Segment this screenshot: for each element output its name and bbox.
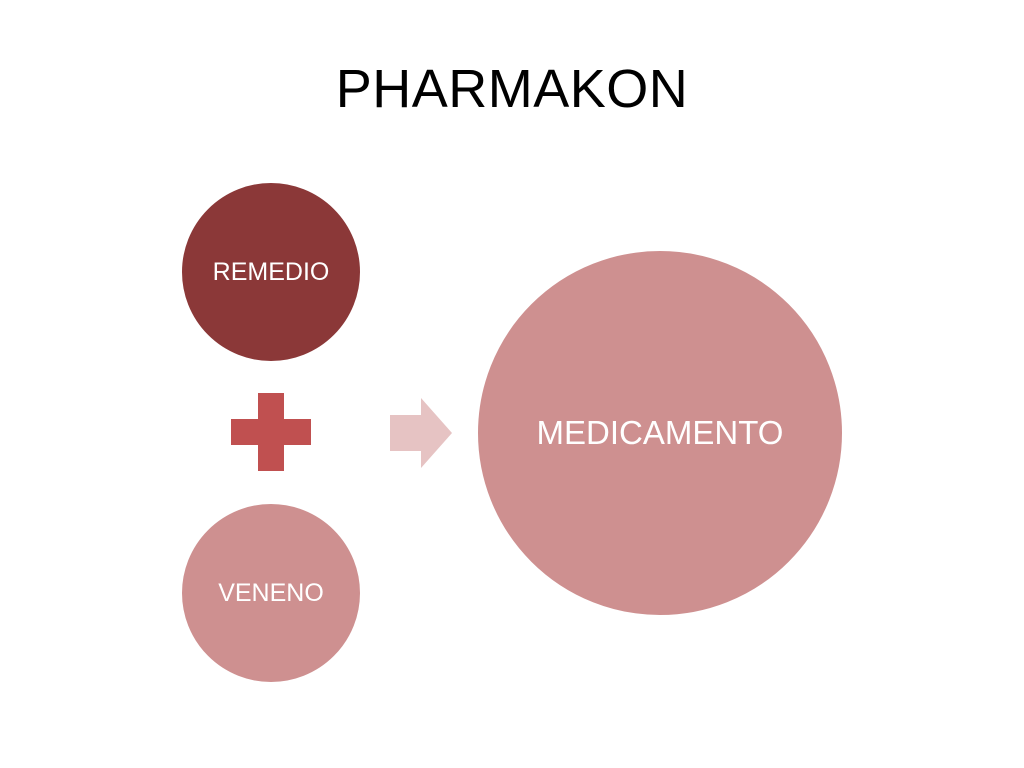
plus-icon-vertical-bar [258, 393, 284, 471]
medicamento-circle: MEDICAMENTO [476, 249, 844, 617]
medicamento-label: MEDICAMENTO [536, 414, 784, 451]
veneno-circle: VENENO [180, 502, 362, 684]
veneno-label: VENENO [218, 578, 324, 607]
arrow-right-shape [390, 398, 452, 468]
slide-title: PHARMAKON [335, 59, 689, 119]
arrow-right-icon [390, 398, 452, 468]
remedio-circle: REMEDIO [180, 181, 362, 363]
plus-icon [231, 393, 311, 471]
remedio-label: REMEDIO [212, 257, 330, 286]
